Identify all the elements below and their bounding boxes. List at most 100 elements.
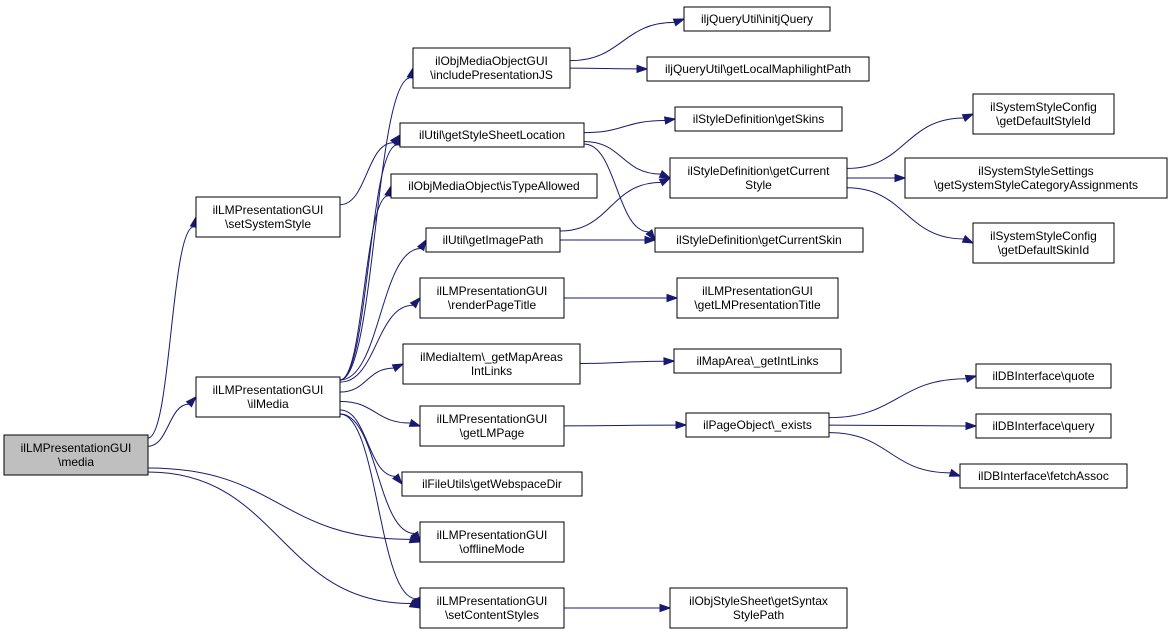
edge-line [569,67,638,70]
node-box [3,434,149,476]
node-label-line: \getDefaultSkinId [998,243,1089,257]
edge-getStyleSheetLocation-to-getCurrentStyle [583,140,672,179]
node-label-line: ilSystemStyleConfig [990,100,1097,114]
edge-ilMedia-to-getMapAreasIntLinks [339,363,405,393]
node-label-line: ilDBInterface\quote [992,369,1094,383]
edge-line [147,467,411,540]
node-box [674,106,843,132]
edge-line [339,367,394,393]
node-includePresentationJS[interactable]: ilObjMediaObjectGUI\includePresentationJ… [412,47,571,89]
edge-ilMedia-to-offlineMode [339,413,421,544]
edge-includePresentationJS-to-initjQuery [569,18,686,62]
node-getDefaultSkinId[interactable]: ilSystemStyleConfig\getDefaultSkinId [972,222,1115,264]
edge-line [147,471,412,605]
node-fetchAssoc[interactable]: ilDBInterface\fetchAssoc [959,463,1128,489]
node-label-line: ilObjStyleSheet\getSyntax [689,594,828,608]
node-label-line: \getLMPage [460,426,525,440]
node-getLMPresentationTitle[interactable]: ilLMPresentationGUI\getLMPresentationTit… [676,277,839,319]
node-getSkins[interactable]: ilStyleDefinition\getSkins [674,106,843,132]
node-box [390,173,598,199]
node-box [683,6,831,32]
node-label-line: ilLMPresentationGUI [702,284,813,298]
node-box [676,277,839,319]
node-query[interactable]: ilDBInterface\query [975,413,1112,439]
node-label-line: ilLMPresentationGUI [437,284,548,298]
node-box [975,363,1112,389]
edge-includePresentationJS-to-getLocalMaphilightPath [569,64,649,74]
arrowhead-icon [948,468,962,477]
arrowhead-icon [392,473,403,486]
node-getLocalMaphilightPath[interactable]: iljQueryUtil\getLocalMaphilightPath [646,56,870,82]
node-label-line: \getDefaultStyleId [996,114,1091,128]
edge-getCurrentStyle-to-getSystemStyleCategoryAssignments [847,173,907,183]
edge-line [846,117,964,169]
edge-line [828,432,951,474]
edge-line [147,226,195,439]
node-label-line: ilPageObject\_exists [703,418,812,432]
node-label-line: iljQueryUtil\initjQuery [701,12,813,26]
node-getCurrentSkin[interactable]: ilStyleDefinition\getCurrentSkin [654,227,864,253]
arrowhead-icon [416,238,427,252]
node-label-line: \offlineMode [459,542,524,556]
edge-getMapAreasIntLinks-to-getIntLinks [579,357,676,366]
node-box [412,47,571,89]
node-box [972,93,1115,135]
node-box [972,222,1115,264]
edge-getImagePath-to-getCurrentStyle [559,177,672,232]
node-getStyleSheetLocation[interactable]: ilUtil\getStyleSheetLocation [399,122,585,148]
node-box [195,376,341,418]
node-offlineMode[interactable]: ilLMPresentationGUI\offlineMode [419,521,565,563]
edge-line [583,143,650,233]
edge-ilMedia-to-includePresentationJS [339,66,415,381]
node-media[interactable]: ilLMPresentationGUI\media [3,434,149,476]
node-isTypeAllowed[interactable]: ilObjMediaObject\isTypeAllowed [390,173,598,199]
arrowhead-icon [658,170,672,179]
node-initjQuery[interactable]: iljQueryUtil\initjQuery [683,6,831,32]
node-label-line: \setContentStyles [445,608,539,622]
edge-line [339,413,415,535]
arrowhead-icon [964,374,978,383]
edge-line [828,424,967,427]
node-label-line: IntLinks [471,364,512,378]
node-label-line: ilLMPresentationGUI [213,203,324,217]
node-getDefaultStyleId[interactable]: ilSystemStyleConfig\getDefaultStyleId [972,93,1115,135]
edge-exists-to-query [828,421,978,431]
node-getImagePath[interactable]: ilUtil\getImagePath [425,227,561,253]
node-label-line: ilLMPresentationGUI [437,412,548,426]
edge-getLMPage-to-exists [563,420,688,430]
node-box [654,227,864,253]
node-label-line: ilLMPresentationGUI [213,383,324,397]
node-label-line: StylePath [733,608,784,622]
arrowhead-icon [675,420,688,430]
edge-media-to-ilMedia [147,395,198,447]
arrowhead-icon [659,603,672,613]
arrowhead-icon [663,357,676,366]
node-getIntLinks[interactable]: ilMapArea\_getIntLinks [673,348,842,374]
node-label-line: iljQueryUtil\getLocalMaphilightPath [665,62,851,76]
node-box [685,412,830,438]
arrowhead-icon [185,395,198,408]
node-label-line: \getLMPresentationTitle [694,298,821,312]
node-quote[interactable]: ilDBInterface\quote [975,363,1112,389]
node-label-line: \includePresentationJS [430,68,553,82]
node-box [399,122,585,148]
node-box [425,227,561,253]
edge-ilMedia-to-isTypeAllowed [339,184,393,381]
node-ilMedia[interactable]: ilLMPresentationGUI\ilMedia [195,376,341,418]
edge-exists-to-quote [828,374,978,419]
node-box [195,196,341,238]
edge-line [569,21,675,62]
node-box [419,277,565,319]
node-getSystemStyleCategoryAssignments[interactable]: ilSystemStyleSettings\getSystemStyleCate… [904,157,1168,199]
node-setContentStyles[interactable]: ilLMPresentationGUI\setContentStyles [419,587,565,629]
node-setSystemStyle[interactable]: ilLMPresentationGUI\setSystemStyle [195,196,341,238]
node-renderPageTitle[interactable]: ilLMPresentationGUI\renderPageTitle [419,277,565,319]
node-getWebspaceDir[interactable]: ilFileUtils\getWebspaceDir [401,471,583,497]
node-exists[interactable]: ilPageObject\_exists [685,412,830,438]
node-getLMPage[interactable]: ilLMPresentationGUI\getLMPage [419,405,565,447]
edges-layer [147,18,978,613]
node-label-line: ilSystemStyleConfig [990,229,1097,243]
